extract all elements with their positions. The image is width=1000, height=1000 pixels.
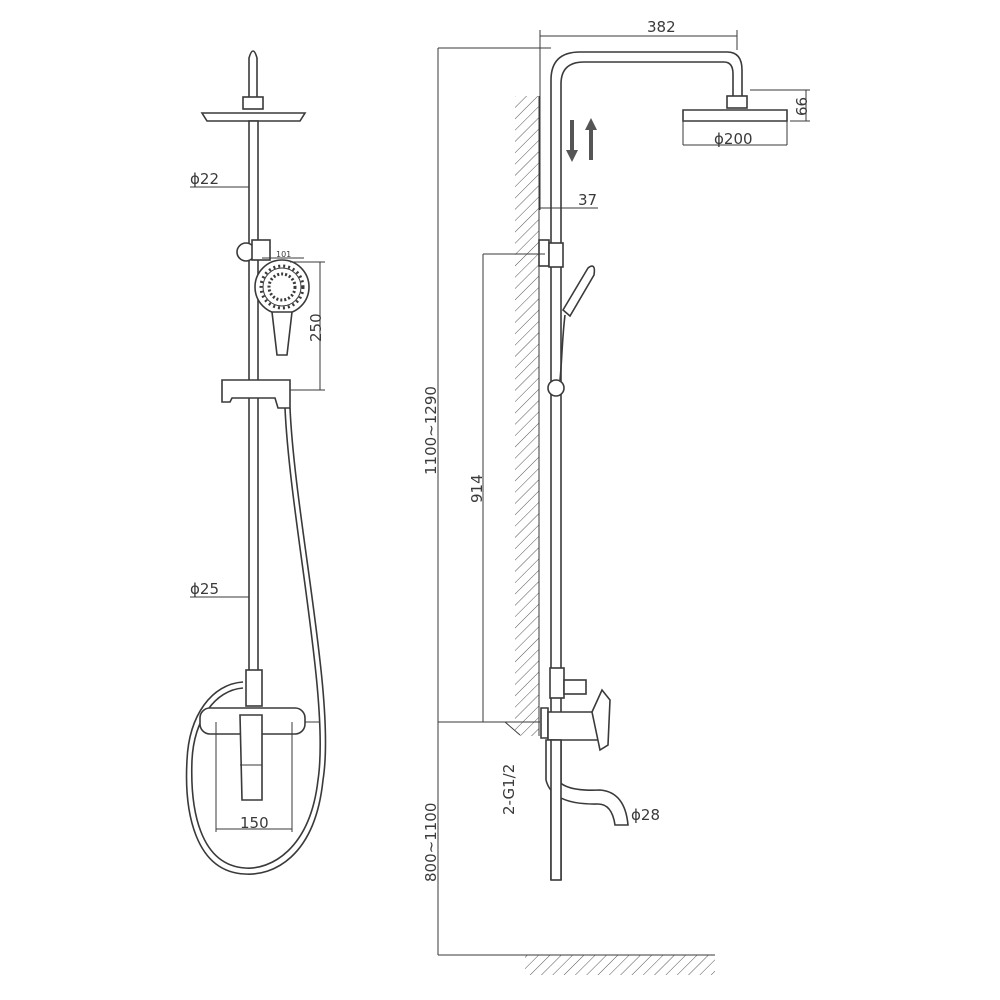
side-spout <box>545 739 629 826</box>
side-shower-head <box>682 109 788 122</box>
label-wall-offset: 37 <box>578 191 597 209</box>
side-pipe-outer <box>550 51 743 880</box>
label-spout-diameter: ϕ28 <box>631 806 660 824</box>
side-view <box>437 30 810 975</box>
wall-hatch <box>515 96 539 736</box>
label-hand-shower-width: 101 <box>276 250 291 259</box>
hose <box>190 407 321 869</box>
side-mixer-body <box>547 711 599 741</box>
label-top-pipe-diameter: ϕ22 <box>190 170 219 188</box>
mixer-lever <box>591 688 611 752</box>
side-hand-shower <box>561 265 596 318</box>
label-hand-shower-length: 250 <box>307 313 325 342</box>
label-mount-height: 800~1100 <box>422 803 440 882</box>
label-arm-reach: 382 <box>647 18 676 36</box>
floor-hatch <box>525 955 715 975</box>
slider-holder <box>221 379 291 409</box>
head-connector <box>242 96 264 110</box>
front-view <box>185 50 327 875</box>
hand-shower-handle <box>271 311 293 356</box>
label-mixer-centers: 150 <box>240 814 269 832</box>
label-total-height: 1100~1290 <box>422 386 440 475</box>
slide-arrows-icon <box>566 118 597 162</box>
label-rail-diameter: ϕ25 <box>190 580 219 598</box>
front-shower-head <box>200 112 307 122</box>
label-head-height: 66 <box>793 97 811 116</box>
front-rail <box>248 120 259 702</box>
label-inlet-thread: 2-G1/2 <box>500 764 518 815</box>
shower-arm-top <box>248 50 258 100</box>
spout <box>239 714 263 801</box>
diverter <box>245 669 263 707</box>
label-rail-length: 914 <box>468 474 486 503</box>
label-head-diameter: ϕ200 <box>714 130 753 148</box>
